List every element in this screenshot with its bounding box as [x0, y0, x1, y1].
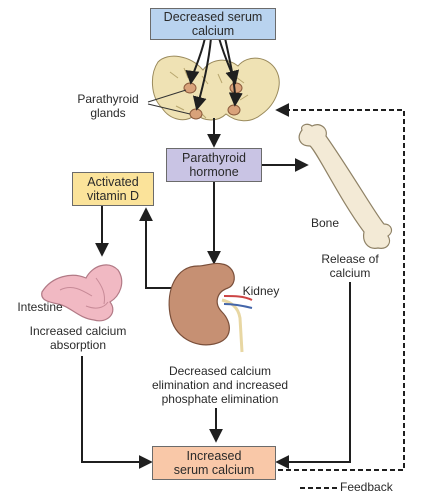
feedback-label: Feedback — [340, 480, 393, 494]
intestine-label: Intestine — [17, 300, 63, 314]
gland-2 — [189, 108, 203, 120]
release-of-calcium-label: Release of calcium — [321, 252, 379, 280]
parathyroid-hormone-box: Parathyroid hormone — [166, 148, 262, 182]
arrow-kidney-to-vitamin-d — [139, 207, 180, 289]
increased-calcium-absorption-label: Increased calcium absorption — [29, 324, 127, 352]
gland-3 — [229, 82, 243, 94]
calcium-elimination-label: Decreased calcium elimination and increa… — [151, 364, 289, 406]
parathyroid-glands-label: Parathyroid glands — [77, 92, 139, 120]
kidney-illustration — [168, 262, 253, 353]
intestine-illustration — [41, 264, 123, 322]
gland-4 — [227, 104, 241, 116]
parathyroid-glands-illustration — [152, 55, 280, 122]
increased-serum-calcium-box: Increased serum calcium — [152, 446, 276, 480]
gland-label-pointers — [147, 89, 191, 115]
activated-vitamin-d-box: Activated vitamin D — [72, 172, 154, 206]
bone-illustration — [298, 123, 393, 249]
gland-1 — [183, 82, 197, 94]
decreased-serum-calcium-box: Decreased serum calcium — [150, 8, 276, 40]
arrows-to-glands — [185, 37, 243, 111]
arrow-intestine-to-serum — [81, 356, 153, 469]
kidney-label: Kidney — [242, 284, 280, 298]
feedback-loop — [275, 103, 405, 471]
bone-label: Bone — [310, 216, 340, 230]
arrow-bone-to-serum — [275, 282, 351, 469]
